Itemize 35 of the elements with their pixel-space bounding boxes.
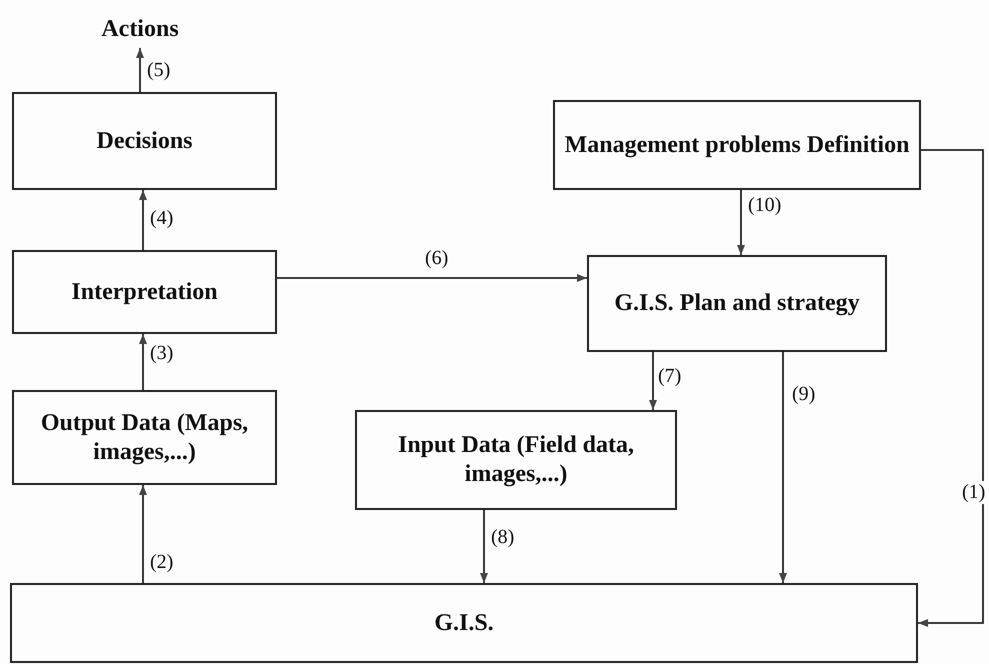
- process-box: [553, 100, 921, 190]
- edge-label: (2): [148, 551, 176, 574]
- box-label: G.I.S. Plan and strategy: [614, 289, 860, 318]
- process-box: [10, 583, 918, 663]
- process-box: [587, 255, 887, 352]
- edge-label: (3): [148, 342, 176, 365]
- box-label: Interpretation: [71, 278, 218, 306]
- process-box: [355, 410, 677, 510]
- arrow: [139, 485, 147, 583]
- process-box: [12, 250, 277, 334]
- process-box: [12, 92, 277, 190]
- output-label: Actions: [101, 14, 179, 44]
- edge-label: (6): [423, 247, 450, 270]
- arrow: [779, 352, 787, 583]
- edge-label: (9): [790, 383, 818, 406]
- arrow: [649, 352, 657, 410]
- arrow: [139, 190, 147, 250]
- arrow: [136, 48, 144, 92]
- edge-label: (10): [746, 194, 784, 217]
- box-label: Decisions: [96, 126, 192, 156]
- process-box: [12, 390, 277, 485]
- box-label: Output Data (Maps, images,...): [40, 408, 250, 466]
- box-label: Management problems Definition: [564, 130, 910, 160]
- edge-label: (8): [489, 526, 516, 549]
- arrow: [918, 149, 984, 627]
- arrow: [480, 510, 488, 583]
- edge-label: (5): [145, 59, 172, 82]
- edge-label: (7): [656, 365, 684, 388]
- arrow: [277, 274, 587, 282]
- box-label: G.I.S.: [434, 608, 494, 638]
- arrow: [737, 190, 745, 255]
- arrow: [139, 334, 147, 390]
- edge-label: (1): [960, 481, 988, 504]
- box-label: Input Data (Field data, images,...): [396, 431, 636, 489]
- edge-label: (4): [148, 207, 176, 230]
